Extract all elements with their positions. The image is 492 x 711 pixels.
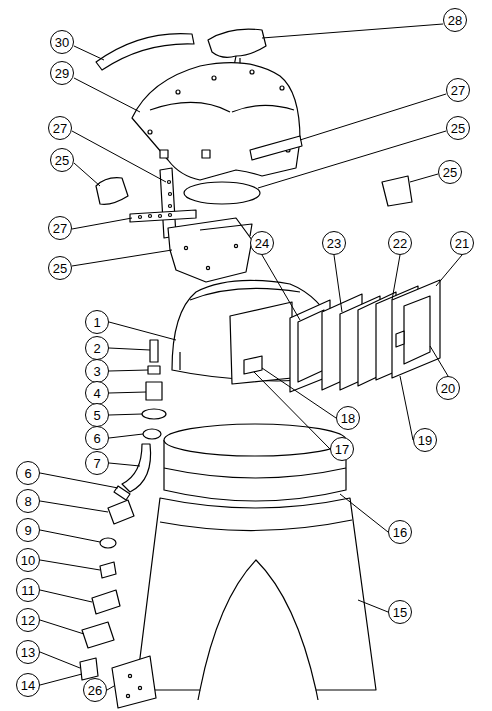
callout-circle: 13 bbox=[16, 640, 40, 664]
callout-number: 13 bbox=[21, 646, 35, 659]
callout-circle: 28 bbox=[443, 8, 467, 32]
callout-circle: 4 bbox=[85, 381, 109, 405]
callout-number: 25 bbox=[451, 122, 465, 135]
callout-number: 18 bbox=[341, 412, 355, 425]
callout-number: 23 bbox=[327, 237, 341, 250]
callout-circle: 14 bbox=[16, 673, 40, 697]
callout-circle: 26 bbox=[83, 678, 107, 702]
callout-number: 26 bbox=[88, 684, 102, 697]
callout-circle: 16 bbox=[388, 520, 412, 544]
callout-circle: 18 bbox=[336, 406, 360, 430]
callout-number: 17 bbox=[335, 443, 349, 456]
callout-circle: 25 bbox=[438, 160, 462, 184]
callout-circle: 5 bbox=[85, 403, 109, 427]
callout-number: 22 bbox=[393, 237, 407, 250]
callout-circle: 9 bbox=[16, 518, 40, 542]
callout-number: 1 bbox=[93, 316, 100, 329]
callout-circle: 20 bbox=[436, 376, 460, 400]
callout-circle: 7 bbox=[85, 451, 109, 475]
callout-circle: 25 bbox=[446, 116, 470, 140]
callout-number: 10 bbox=[21, 554, 35, 567]
callout-number: 27 bbox=[451, 84, 465, 97]
callout-number: 27 bbox=[53, 222, 67, 235]
callout-circle: 25 bbox=[50, 148, 74, 172]
callout-number: 25 bbox=[443, 166, 457, 179]
callout-number: 25 bbox=[53, 262, 67, 275]
callout-number: 28 bbox=[448, 14, 462, 27]
callout-number: 30 bbox=[55, 36, 69, 49]
callout-number: 7 bbox=[93, 457, 100, 470]
callout-circle: 29 bbox=[50, 61, 74, 85]
callout-number: 3 bbox=[93, 365, 100, 378]
callout-number: 27 bbox=[53, 122, 67, 135]
callout-circle: 19 bbox=[413, 428, 437, 452]
callout-number: 24 bbox=[255, 237, 269, 250]
callout-circle: 1 bbox=[85, 310, 109, 334]
callout-number: 6 bbox=[24, 467, 31, 480]
callout-circle: 2 bbox=[85, 336, 109, 360]
callout-number: 29 bbox=[55, 67, 69, 80]
callout-circle: 11 bbox=[16, 578, 40, 602]
callout-number: 5 bbox=[93, 409, 100, 422]
callout-number: 15 bbox=[393, 606, 407, 619]
callout-circle: 3 bbox=[85, 359, 109, 383]
callout-number: 20 bbox=[441, 382, 455, 395]
callout-circle: 22 bbox=[388, 231, 412, 255]
callout-circle: 6 bbox=[85, 426, 109, 450]
callout-number: 11 bbox=[21, 584, 35, 597]
callout-circle: 30 bbox=[50, 30, 74, 54]
callout-number: 16 bbox=[393, 526, 407, 539]
callout-number: 25 bbox=[55, 154, 69, 167]
callout-number: 9 bbox=[24, 524, 31, 537]
callout-circle: 25 bbox=[48, 256, 72, 280]
callout-circle: 27 bbox=[48, 116, 72, 140]
callout-number: 4 bbox=[93, 387, 100, 400]
callout-circle: 27 bbox=[48, 216, 72, 240]
callout-circle: 24 bbox=[250, 231, 274, 255]
callout-number: 14 bbox=[21, 679, 35, 692]
callout-circle: 21 bbox=[450, 231, 474, 255]
callout-circle: 27 bbox=[446, 78, 470, 102]
callout-number: 8 bbox=[24, 495, 31, 508]
callout-circle: 12 bbox=[16, 608, 40, 632]
callout-circle: 23 bbox=[322, 231, 346, 255]
callout-number: 19 bbox=[418, 434, 432, 447]
callout-number: 2 bbox=[93, 342, 100, 355]
callout-number: 21 bbox=[455, 237, 469, 250]
callout-circle: 10 bbox=[16, 548, 40, 572]
callout-circle: 17 bbox=[330, 437, 354, 461]
callout-circle: 15 bbox=[388, 600, 412, 624]
callout-number: 12 bbox=[21, 614, 35, 627]
callout-number: 6 bbox=[93, 432, 100, 445]
callout-circle: 6 bbox=[16, 461, 40, 485]
callout-circle: 8 bbox=[16, 489, 40, 513]
